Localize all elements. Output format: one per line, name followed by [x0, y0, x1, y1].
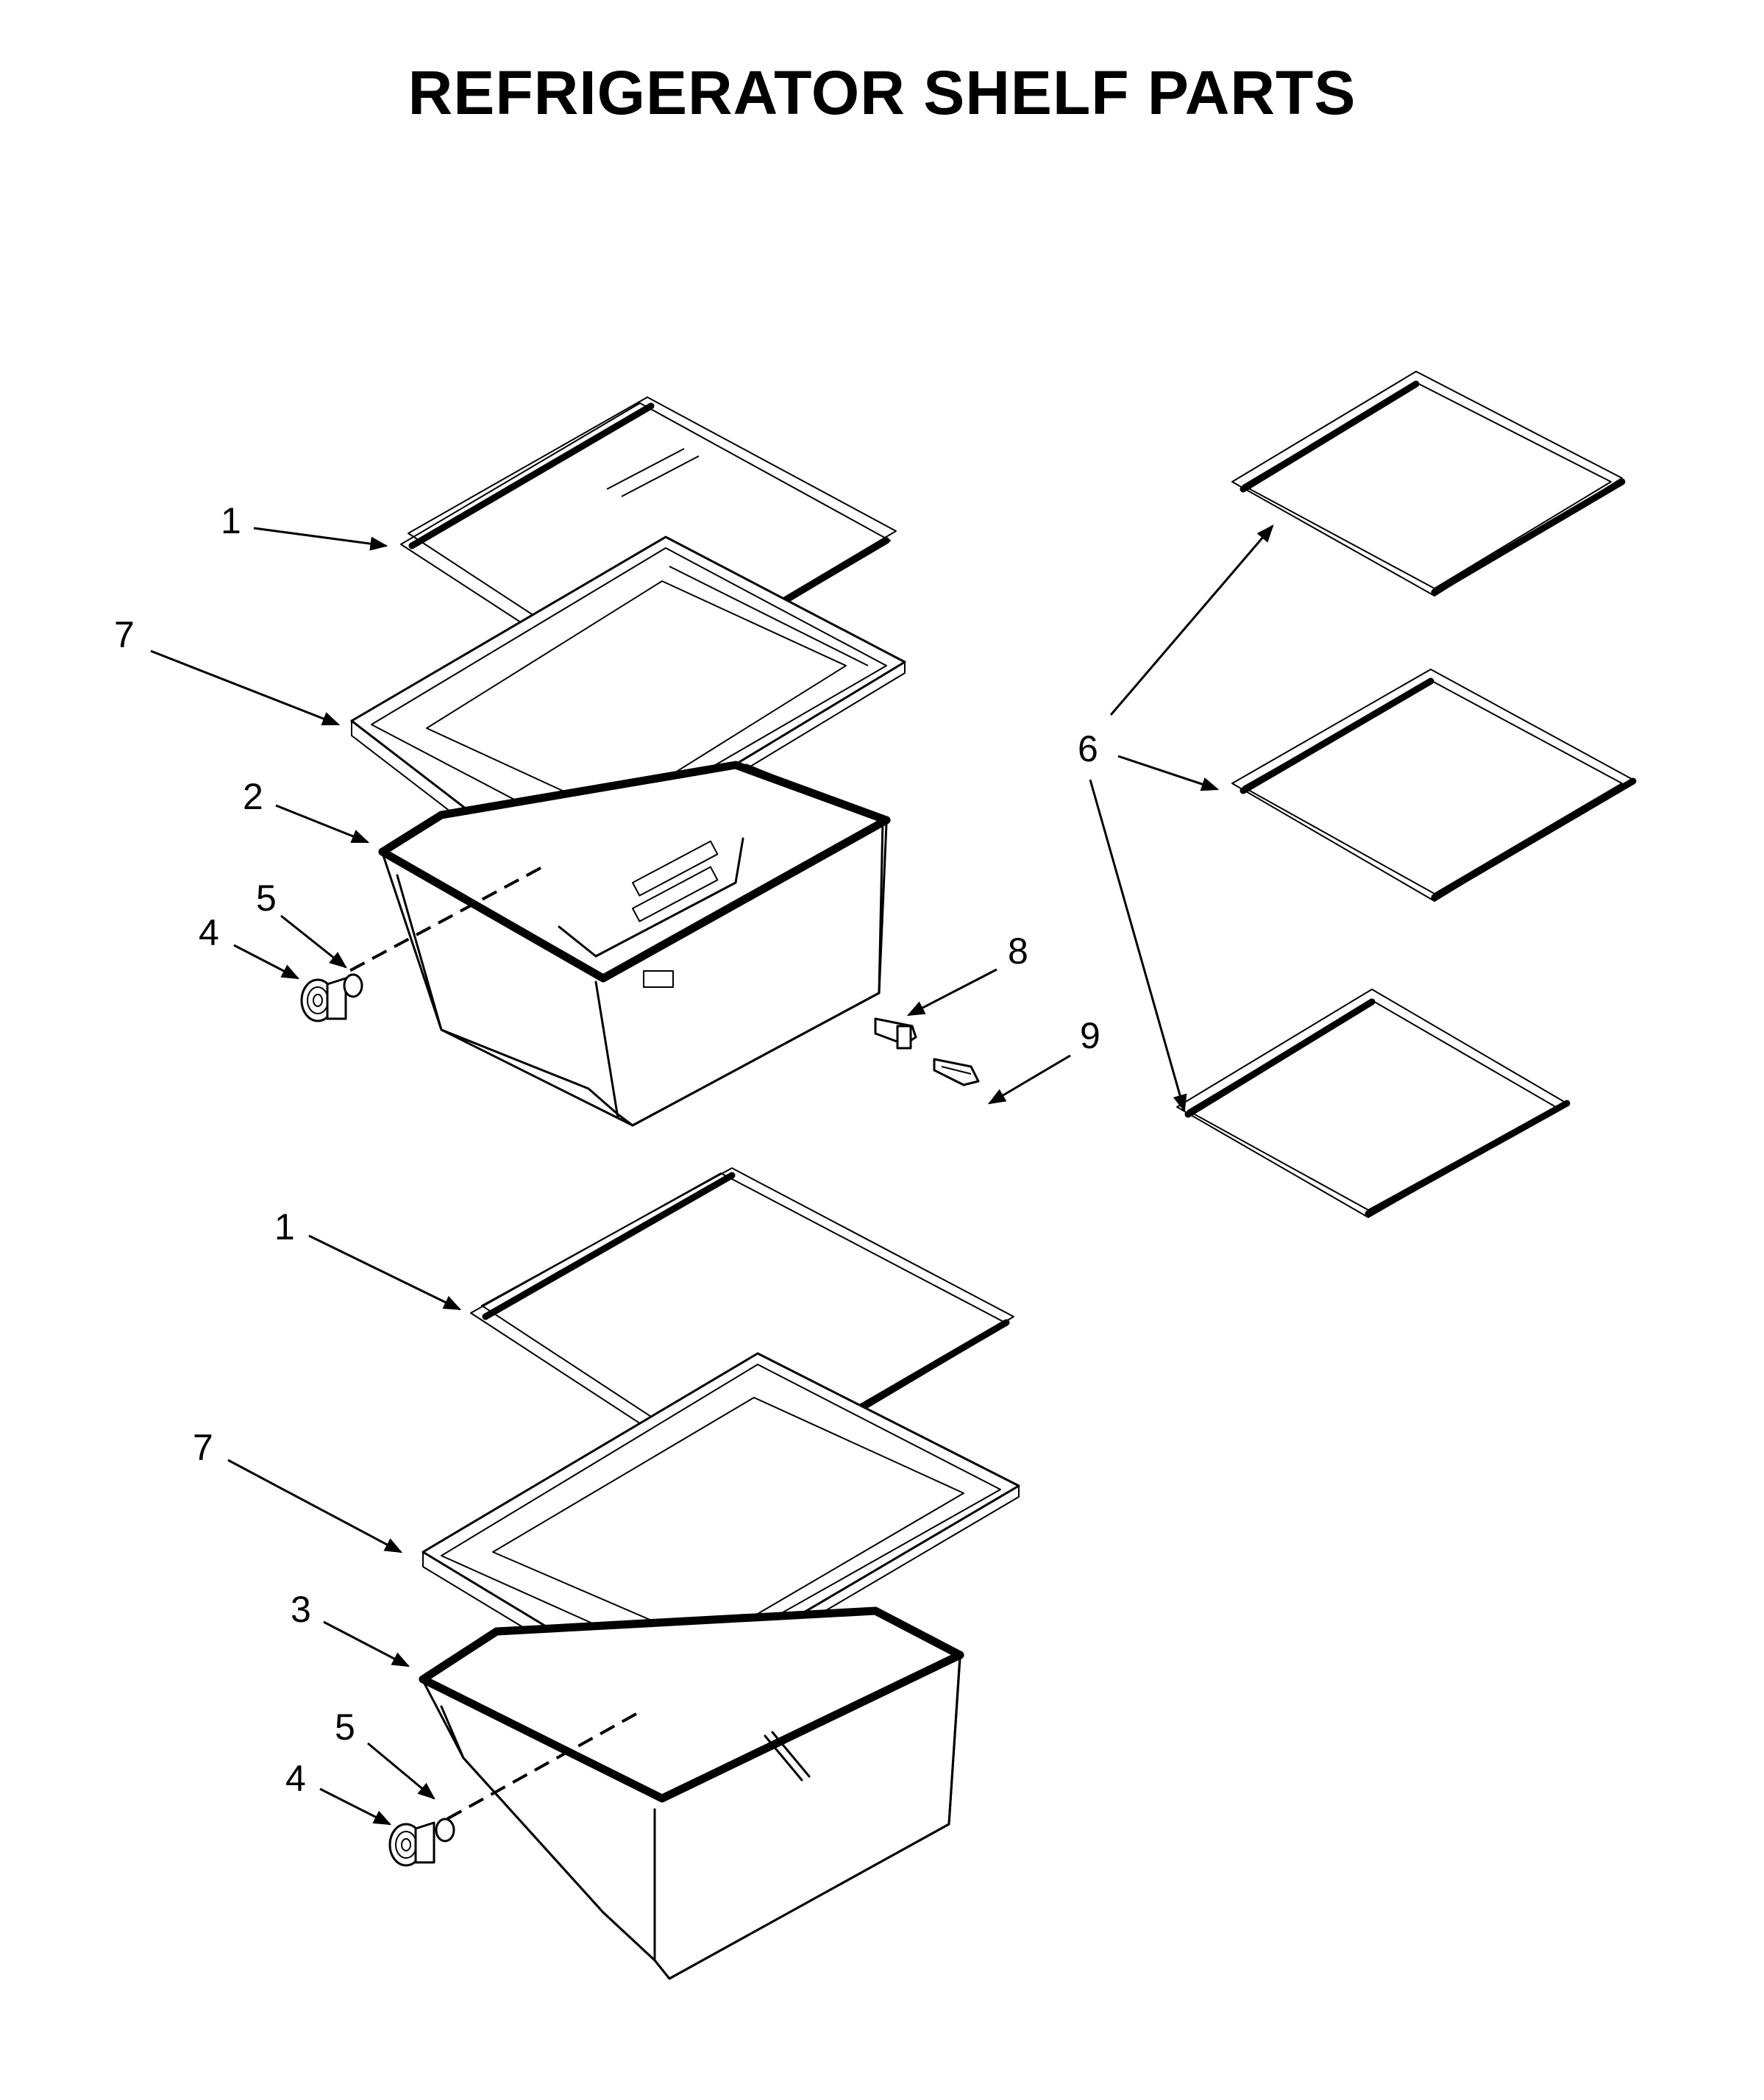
upper-wheel-part	[300, 973, 363, 1022]
page-title: REFRIGERATOR SHELF PARTS	[408, 58, 1356, 127]
callout-upper-slide: 5	[256, 878, 277, 919]
shelf-top-part	[1231, 371, 1626, 597]
callout-upper-glass-insert: 1	[221, 500, 241, 541]
callout-lower-crisper-cover: 7	[193, 1427, 213, 1468]
shelf-bottom-part	[1176, 989, 1571, 1218]
callout-lower-wheel: 4	[285, 1758, 306, 1799]
callout-labels: 1 7 2 5 4 8 9 6 1 7 3 5 4	[114, 500, 1100, 1799]
callout-clip-a: 8	[1008, 930, 1028, 972]
lower-crisper-drawer-part	[419, 1606, 964, 1980]
callout-lower-slide: 5	[335, 1706, 355, 1748]
callout-upper-wheel: 4	[199, 912, 219, 953]
callout-clip-b: 9	[1080, 1015, 1100, 1056]
lower-wheel-part	[388, 1818, 455, 1867]
callout-upper-crisper-cover: 7	[114, 614, 135, 655]
clip-parts	[874, 1017, 980, 1086]
shelf-middle-part	[1231, 669, 1637, 902]
callout-lower-glass-insert: 1	[274, 1206, 295, 1247]
callout-shelves: 6	[1078, 728, 1098, 769]
callout-upper-crisper-drawer: 2	[243, 776, 263, 817]
leader-lines	[150, 524, 1274, 1826]
upper-crisper-cover-part	[350, 535, 906, 865]
upper-crisper-drawer-part	[349, 761, 891, 1127]
callout-lower-crisper-drawer: 3	[291, 1589, 311, 1630]
